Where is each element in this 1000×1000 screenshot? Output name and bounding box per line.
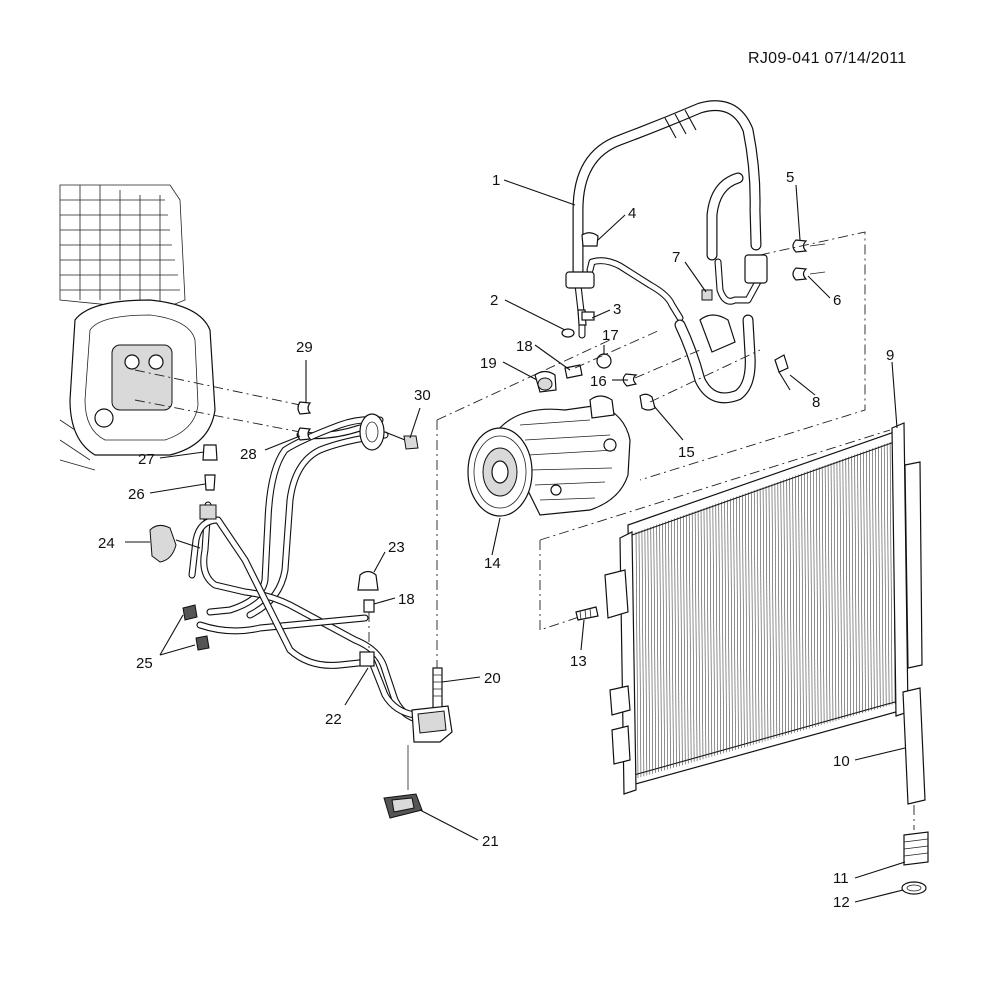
- callout-12: 12: [833, 894, 850, 911]
- callout-10: 10: [833, 753, 850, 770]
- callout-11: 11: [833, 870, 849, 887]
- ac-compressor: [467, 395, 631, 517]
- callout-16: 16: [590, 373, 607, 390]
- leader-lines: [125, 179, 906, 903]
- callout-28: 28: [240, 446, 257, 463]
- hvac-module: [59, 184, 216, 471]
- callout-1: 1: [492, 172, 500, 189]
- callout-24: 24: [98, 535, 115, 552]
- callout-20: 20: [484, 670, 501, 687]
- callout-labels: 1 2 3 4 5 6 7 8 9 10 11 12 13 14 15 16 1…: [98, 169, 894, 911]
- callout-18-lower: 18: [398, 591, 415, 608]
- expansion-valve-block: [357, 339, 611, 819]
- callout-17: 17: [602, 327, 619, 344]
- callout-21: 21: [482, 833, 499, 850]
- callout-2: 2: [490, 292, 498, 309]
- diagram-id-stamp: RJ09-041 07/14/2011: [748, 50, 907, 67]
- callout-5: 5: [786, 169, 794, 186]
- callout-18-upper: 18: [516, 338, 533, 355]
- callout-23: 23: [388, 539, 405, 556]
- refrigerant-lines-lower: [149, 444, 429, 724]
- callout-30: 30: [414, 387, 431, 404]
- callout-4: 4: [628, 205, 636, 222]
- callout-9: 9: [886, 347, 894, 364]
- callout-13: 13: [570, 653, 587, 670]
- condenser-fins: [635, 439, 899, 779]
- callout-29: 29: [296, 339, 313, 356]
- callout-19: 19: [480, 355, 497, 372]
- callout-3: 3: [613, 301, 621, 318]
- callout-15: 15: [678, 444, 695, 461]
- callout-8: 8: [812, 394, 820, 411]
- callout-6: 6: [833, 292, 841, 309]
- callout-26: 26: [128, 486, 145, 503]
- callout-7: 7: [672, 249, 680, 266]
- callout-25: 25: [136, 655, 153, 672]
- callout-14: 14: [484, 555, 501, 572]
- callout-27: 27: [138, 451, 155, 468]
- condenser-assembly: [539, 422, 929, 895]
- callout-22: 22: [325, 711, 342, 728]
- compressor-hose-assembly: [534, 100, 866, 481]
